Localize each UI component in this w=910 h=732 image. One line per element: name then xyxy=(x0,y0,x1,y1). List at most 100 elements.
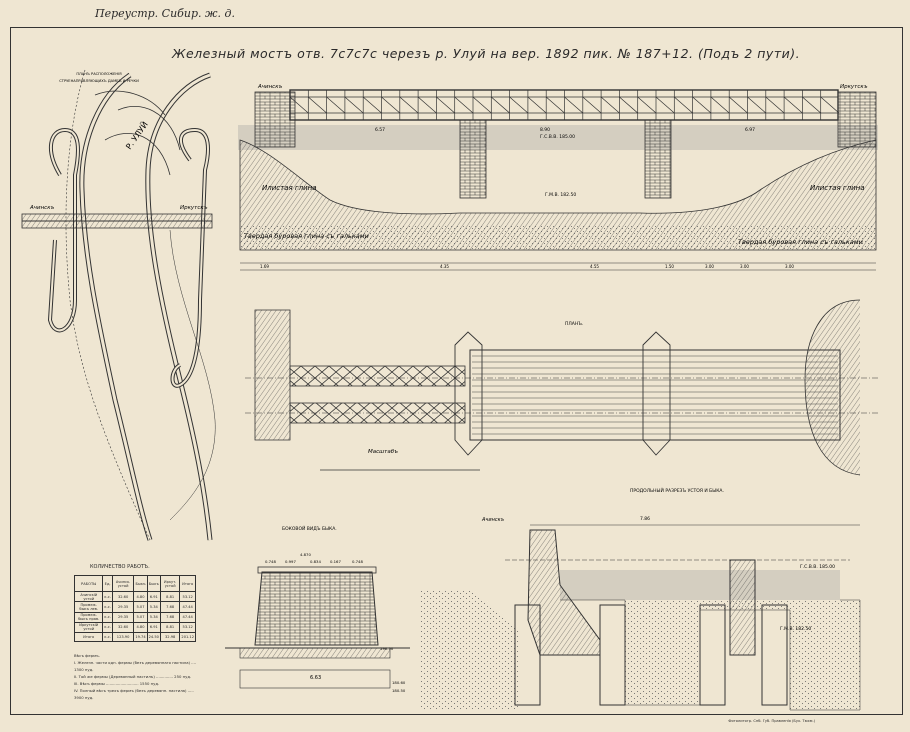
table-cell: 5.07 xyxy=(133,601,148,613)
chainage-label: 3.00 xyxy=(705,264,714,269)
table-cell: 19.74 xyxy=(133,631,148,643)
quantities-title: КОЛИЧЕСТВО РАБОТЪ. xyxy=(90,564,150,570)
printer-mark: Фотолитогр. Спб. Губ. Правленія (Бух. Тю… xyxy=(728,719,815,723)
table-cell: 32.60 xyxy=(111,621,135,633)
notes-title: Вѣсъ фермъ. xyxy=(74,653,100,658)
table-cell: 7.68 xyxy=(159,611,181,623)
longitudinal-section xyxy=(420,524,861,711)
pier-side-view xyxy=(225,566,410,689)
table-cell: 29.35 xyxy=(111,601,135,613)
table-cell: 32.98 xyxy=(159,631,181,643)
table-cell: Промеж. быкъ прав. xyxy=(73,611,104,623)
situation-plan xyxy=(21,69,216,541)
notes-line: I. Железн. части одн. фермы (безъ деревя… xyxy=(74,660,197,672)
table-cell: 5.34 xyxy=(146,611,161,623)
corner-label: Переустр. Сибир. ж. д. xyxy=(95,7,235,20)
side-view-mark: 180.60 xyxy=(392,680,406,685)
table-cell: 47.44 xyxy=(179,601,196,613)
side-view-dim: 0.167 xyxy=(330,559,341,564)
table-cell: 4.80 xyxy=(133,621,148,633)
elevation-left-span: 6.57 xyxy=(375,127,385,133)
table-cell: 32.60 xyxy=(111,591,135,603)
elevation-high-water: Г.С.В.В. 185.00 xyxy=(540,134,575,140)
table-cell: 5.34 xyxy=(146,601,161,613)
bridge-elevation xyxy=(238,89,878,271)
situation-left-label: Ачинскъ xyxy=(29,205,55,211)
quantities-header-cell: Итого xyxy=(179,574,196,593)
quantities-header-cell: Быкъ xyxy=(133,574,148,593)
situation-right-label: Иркутскъ xyxy=(180,205,208,211)
table-cell: 24.50 xyxy=(146,631,161,643)
table-cell: Ачинскій устой xyxy=(73,591,104,603)
quantities-header-cell: Иркут. устой xyxy=(159,574,181,593)
table-cell: 7.68 xyxy=(159,601,181,613)
side-view-mark: 190.50 xyxy=(380,646,394,651)
side-view-dim: 0.997 xyxy=(285,559,296,564)
soil-left: Илистая глина xyxy=(262,184,316,192)
chainage-label: 4.55 xyxy=(590,264,599,269)
table-cell: 53.12 xyxy=(179,621,196,633)
situation-plan-title-2: СТРУЕНАПРАВЛЯЮЩИХЪ ДАМБЪ И РЕЧКИ xyxy=(59,79,139,83)
section-left-city: Ачинскъ xyxy=(481,517,505,523)
soil-bottom-right: Твердая буровая глина съ гальками xyxy=(738,238,863,246)
table-cell: 6.91 xyxy=(146,621,161,633)
table-cell: 123.90 xyxy=(111,631,135,643)
table-cell: к.с. xyxy=(102,601,113,613)
table-cell: 6.91 xyxy=(146,591,161,603)
section-span: 7.86 xyxy=(640,516,650,522)
section-title: ПРОДОЛЬНЫЙ РАЗРЕЗЪ УСТОЯ И БЫКА. xyxy=(630,487,724,494)
chainage-label: 3.00 xyxy=(785,264,794,269)
table-cell: 5.07 xyxy=(133,611,148,623)
table-cell: Итого xyxy=(73,631,104,643)
side-view-dim: 0.834 xyxy=(310,559,321,564)
notes-line: III. Вѣсъ фермы ........................… xyxy=(74,681,160,686)
table-cell: к.с. xyxy=(102,591,113,603)
table-cell: Промеж. быкъ лев. xyxy=(73,601,104,613)
elevation-mid-label: 8.90 xyxy=(540,127,550,133)
side-view-width: 6.63 xyxy=(310,675,321,681)
section-low-water: Г.М.В. 182.50 xyxy=(780,626,811,632)
elevation-right-span: 6.97 xyxy=(745,127,755,133)
soil-right: Илистая глина xyxy=(810,184,864,192)
side-view-dim: 4.870 xyxy=(300,552,311,557)
sheet-title: Железный мостъ отв. 7с7с7с черезъ р. Улу… xyxy=(172,46,801,61)
bridge-plan xyxy=(245,299,880,476)
table-cell: 53.12 xyxy=(179,591,196,603)
side-view-title: БОКОВОЙ ВИДЪ БЫКА. xyxy=(282,525,337,532)
table-cell: 201.12 xyxy=(179,631,196,643)
side-view-mark: 180.50 xyxy=(392,688,406,693)
quantities-header-cell: РАБОТЫ xyxy=(73,574,104,593)
side-view-dim: 0.748 xyxy=(265,559,276,564)
elevation-low-water: Г.М.В. 182.50 xyxy=(545,192,576,198)
river-label: Р. УЛУЙ xyxy=(123,119,150,151)
drawing-frame xyxy=(10,27,903,715)
quantities-header-cell: Быкъ xyxy=(146,574,161,593)
chainage-label: 3.00 xyxy=(740,264,749,269)
table-cell: 29.35 xyxy=(111,611,135,623)
elevation-left-city: Ачинскъ xyxy=(257,84,283,90)
chainage-label: 1.50 xyxy=(665,264,674,269)
chainage-label: 4.35 xyxy=(440,264,449,269)
plan-scale-label: Масштабъ xyxy=(368,449,398,455)
table-cell: к.с. xyxy=(102,621,113,633)
table-cell: 4.80 xyxy=(133,591,148,603)
table-cell: Иркутскій устой xyxy=(73,621,104,633)
quantities-header-cell: Ачинск. устой xyxy=(111,574,135,593)
elevation-right-city: Иркутскъ xyxy=(840,84,868,90)
section-high-water: Г.С.В.В. 185.00 xyxy=(800,564,835,570)
plan-title: ПЛАНЪ. xyxy=(565,321,583,327)
truss-weight-notes: Вѣсъ фермъ. I. Железн. части одн. фермы … xyxy=(74,652,199,701)
quantities-header-cell: Ед. xyxy=(102,574,113,593)
situation-plan-title-1: ПЛАНЪ РАСПОЛОЖЕНІЯ xyxy=(76,72,122,76)
table-cell: к.с. xyxy=(102,611,113,623)
soil-bottom-left: Твердая буровая глина съ гальками xyxy=(244,232,369,240)
